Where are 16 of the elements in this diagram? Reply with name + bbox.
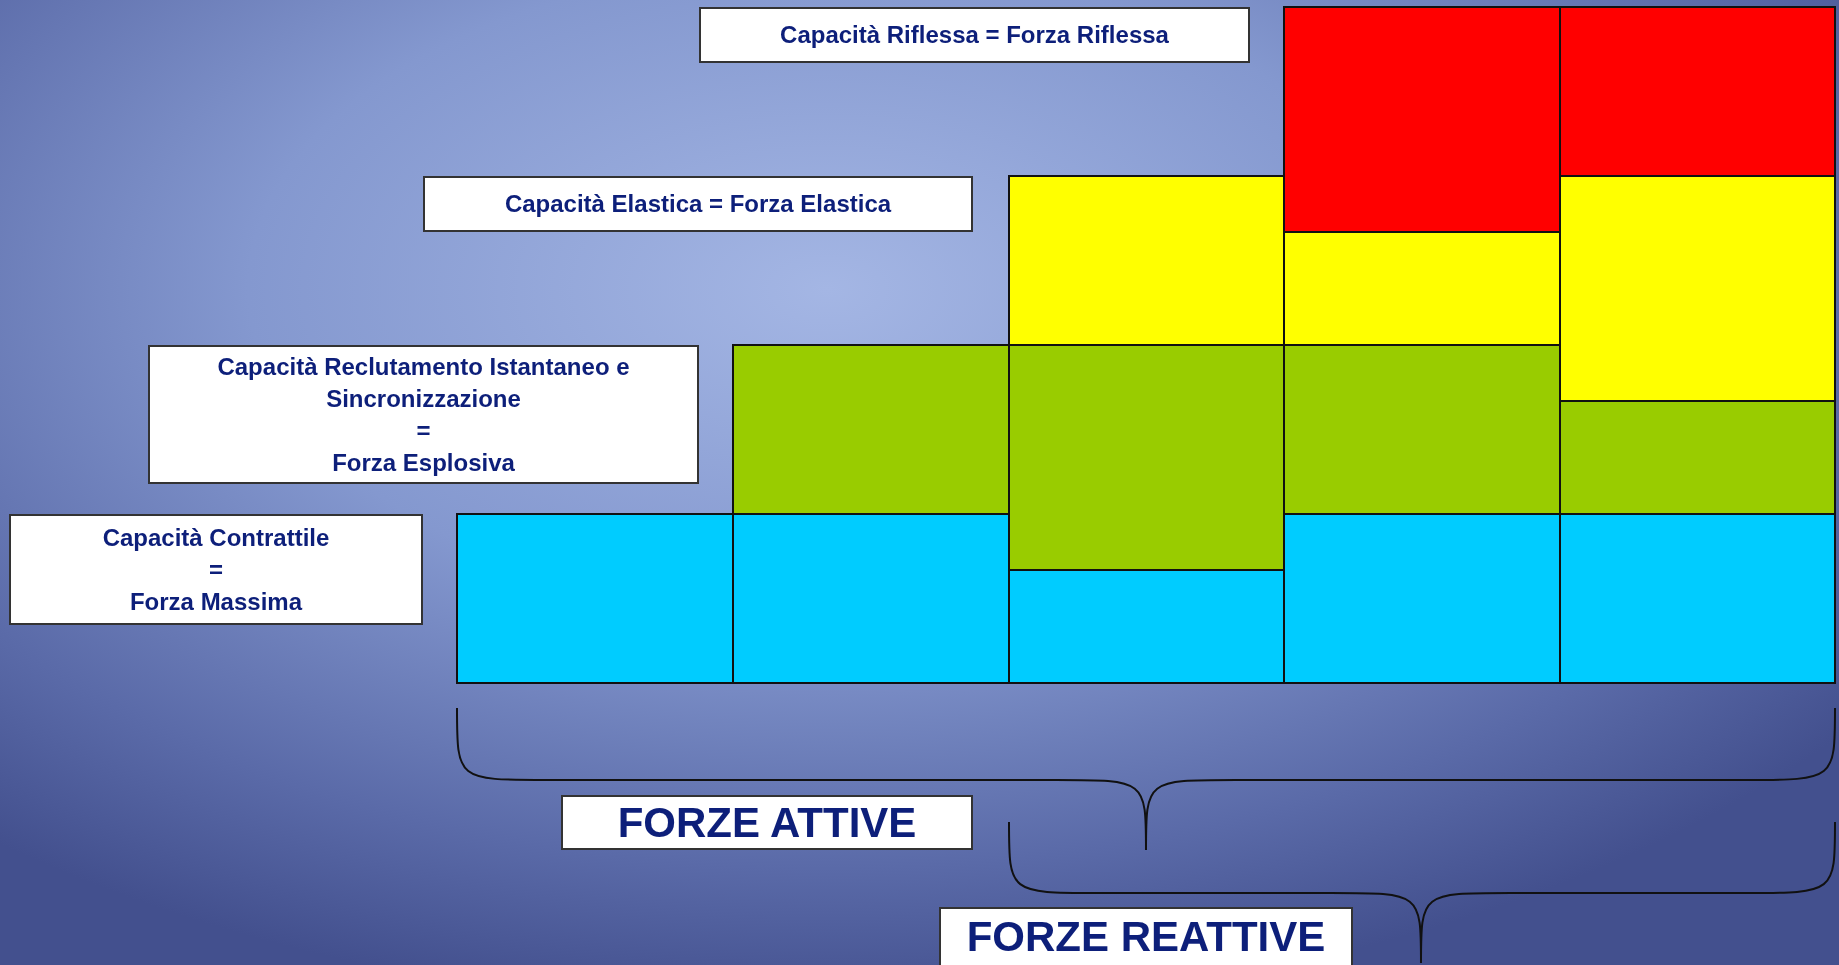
label-box [699,7,1250,63]
label-text: Capacità Contrattile [102,522,330,553]
label-box [148,345,699,484]
label-text: Forza Esplosiva [332,447,515,478]
group-heading: FORZE ATTIVE [617,797,917,848]
label-box [939,907,1353,965]
label-text: Forza Massima [129,586,303,617]
label-text: = [416,415,431,446]
label-box [423,176,973,232]
label-text: = [209,554,223,585]
label-box [9,514,423,625]
label-text: Capacità Riflessa = Forza Riflessa [780,20,1169,50]
label-text: Capacità Elastica = Forza Elastica [504,189,892,219]
label-box [561,795,973,850]
label-text: Capacità Reclutamento Istantaneo e Sincronizzazione [216,351,631,414]
group-heading: FORZE REATTIVE [966,912,1326,962]
